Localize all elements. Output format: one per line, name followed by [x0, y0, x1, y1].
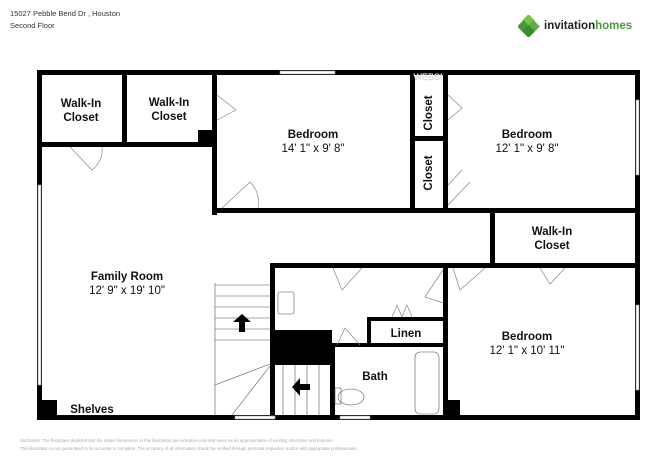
closet-b-label: Closet	[423, 155, 435, 190]
walkin3-label-2: Closet	[534, 240, 569, 252]
disclaimer-line-1: Disclaimer: The floorplans depicted and …	[20, 438, 334, 443]
logo-mark-icon	[518, 15, 540, 37]
invitation-homes-logo: invitationhomes	[518, 15, 632, 37]
windows	[37, 70, 640, 420]
doors	[69, 94, 566, 346]
watermark: WEBSI	[413, 72, 442, 82]
stairs	[214, 283, 440, 416]
address: 15027 Pebble Bend Dr , Houston	[10, 9, 121, 18]
stair-arrow-icon	[292, 378, 310, 396]
logo-word-2: homes	[595, 20, 633, 32]
family-room-dims: 12' 9" x 19' 10"	[89, 285, 165, 297]
closet-a-label: Closet	[423, 95, 435, 130]
bath-label: Bath	[362, 371, 388, 383]
stair-up-arrow-icon	[233, 314, 251, 332]
bedroom1-label: Bedroom	[288, 129, 338, 141]
disclaimer-line-2: This illustration is not guaranteed to b…	[20, 446, 358, 451]
floor-label: Second Floor	[10, 21, 55, 30]
bedroom3-label: Bedroom	[502, 331, 552, 343]
linen-label: Linen	[391, 328, 422, 340]
bedroom1-dims: 14' 1" x 9' 8"	[281, 143, 344, 155]
bedroom2-label: Bedroom	[502, 129, 552, 141]
family-room-label: Family Room	[91, 271, 163, 283]
bedroom2-dims: 12' 1" x 9' 8"	[495, 143, 558, 155]
walkin1-label-2: Closet	[63, 112, 98, 124]
logo-word-1: invitation	[544, 20, 596, 32]
bedroom3-dims: 12' 1" x 10' 11"	[489, 345, 564, 357]
walkin2-label: Walk-In	[149, 97, 189, 109]
walkin1-label: Walk-In	[61, 98, 101, 110]
walkin3-label: Walk-In	[532, 226, 572, 238]
shelves-label: Shelves	[70, 404, 113, 416]
walkin2-label-2: Closet	[151, 111, 186, 123]
